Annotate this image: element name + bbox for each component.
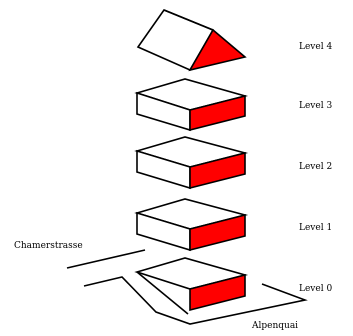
level-1-side <box>189 213 246 252</box>
chamerstrasse-road-lower <box>83 276 308 325</box>
level-3-label: Level 3 <box>299 101 332 111</box>
site-boundary <box>136 271 189 315</box>
level-1-slab <box>134 198 249 252</box>
level-3-slab <box>134 78 249 132</box>
site-roads <box>66 249 308 325</box>
level-4-roof <box>136 9 247 72</box>
level-4-label: Level 4 <box>299 42 332 52</box>
level-2-label: Level 2 <box>299 162 332 172</box>
level-4-gable-face <box>188 28 247 72</box>
chamerstrasse-road-upper <box>66 249 146 269</box>
level-0-side <box>189 273 246 312</box>
chamerstrasse-label: Chamerstrasse <box>14 241 83 251</box>
level-0-slab <box>134 257 249 312</box>
level-1-label: Level 1 <box>299 223 332 233</box>
level-2-side <box>189 151 246 190</box>
alpenquai-label: Alpenquai <box>251 321 298 331</box>
level-2-slab <box>134 136 249 190</box>
level-3-side <box>189 94 246 132</box>
level-0-label: Level 0 <box>299 284 332 294</box>
